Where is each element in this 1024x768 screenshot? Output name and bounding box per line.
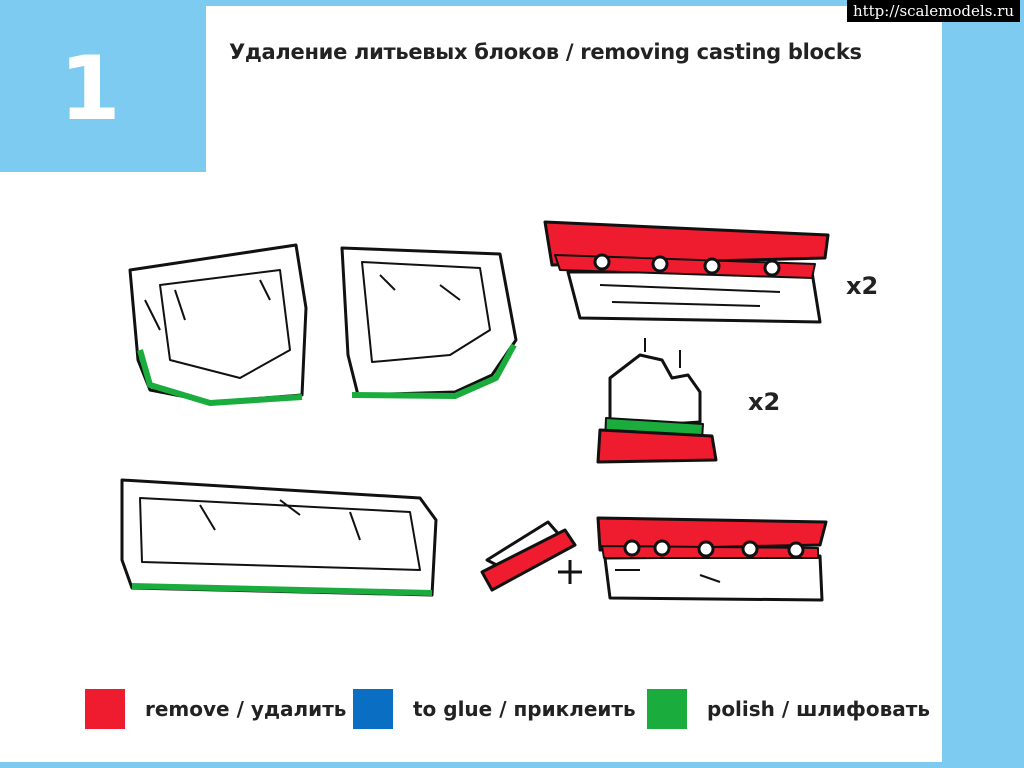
quantity-label-middle: x2: [748, 388, 781, 416]
part-small-block: [480, 520, 577, 592]
part-right-panel: [340, 246, 518, 399]
part-bottom-panel: [120, 478, 438, 597]
quantity-label-top: x2: [846, 272, 879, 300]
legend-item-glue: to glue / приклеить: [353, 689, 636, 729]
legend-item-remove: remove / удалить: [85, 689, 346, 729]
legend-label-remove: remove / удалить: [145, 697, 347, 721]
step-number: 1: [0, 6, 206, 172]
legend-swatch-glue: [353, 689, 393, 729]
part-bracket: [596, 338, 718, 464]
legend-swatch-polish: [647, 689, 687, 729]
bottom-border: [0, 762, 1024, 768]
part-left-panel: [128, 243, 308, 406]
legend-item-polish: polish / шлифовать: [647, 689, 930, 729]
part-bottom-rail: [596, 516, 828, 602]
legend-swatch-remove: [85, 689, 125, 729]
legend-label-glue: to glue / приклеить: [413, 697, 636, 721]
parts-illustration: [120, 220, 830, 602]
legend-label-polish: polish / шлифовать: [707, 697, 931, 721]
part-top-rail: [543, 220, 830, 324]
watermark: http://scalemodels.ru: [846, 0, 1020, 22]
plus-sign: [558, 560, 582, 584]
page-title: Удаление литьевых блоков / removing cast…: [229, 40, 862, 64]
